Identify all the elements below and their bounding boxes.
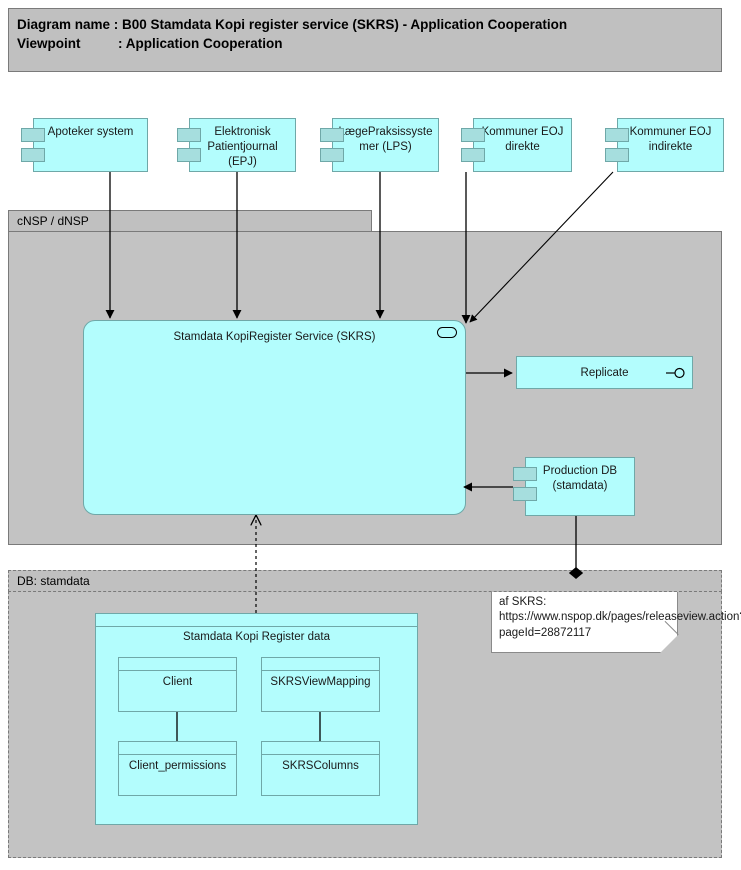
data-object-label: Client_permissions — [128, 760, 227, 772]
data-object-header-bar — [262, 658, 379, 671]
component-body: Kommuner EOJ indirekte — [617, 118, 724, 172]
component-apoteker-system[interactable]: Apoteker system — [21, 118, 148, 172]
data-object-header-bar — [119, 658, 236, 671]
component-body: Kommuner EOJ direkte — [473, 118, 572, 172]
skrs-service-box[interactable]: Stamdata KopiRegister Service (SKRS) — [83, 320, 466, 515]
component-label: Elektronisk Patientjournal (EPJ) — [207, 126, 278, 168]
component-kommuner-eoj-direkte[interactable]: Kommuner EOJ direkte — [461, 118, 572, 172]
application-service-icon — [437, 327, 457, 338]
component-body: Apoteker system — [33, 118, 148, 172]
component-tab-lower-icon — [177, 148, 201, 162]
component-tab-upper-icon — [513, 467, 537, 481]
component-label: Production DB (stamdata) — [542, 465, 618, 492]
component-label: Kommuner EOJ indirekte — [629, 126, 712, 153]
component-body: Elektronisk Patientjournal (EPJ) — [189, 118, 296, 172]
data-object-header-bar — [119, 742, 236, 755]
data-object-label: Client — [162, 676, 193, 688]
component-tab-upper-icon — [605, 128, 629, 142]
group-db-stamdata-tab: DB: stamdata — [8, 570, 722, 592]
skrs-service-label: Stamdata KopiRegister Service (SKRS) — [173, 331, 376, 343]
replicate-service[interactable]: Replicate — [516, 356, 693, 389]
data-object-header-bar — [96, 614, 417, 627]
data-object-label: SKRSColumns — [282, 760, 359, 772]
component-tab-upper-icon — [21, 128, 45, 142]
component-tab-lower-icon — [513, 487, 537, 501]
data-object-skrsviewmapping[interactable]: SKRSViewMapping — [261, 657, 380, 712]
component-elektronisk-patientjournal[interactable]: Elektronisk Patientjournal (EPJ) — [177, 118, 296, 172]
component-tab-upper-icon — [177, 128, 201, 142]
component-tab-upper-icon — [461, 128, 485, 142]
provided-interface-icon — [666, 367, 685, 378]
viewpoint-line: Viewpoint : Application Cooperation — [17, 36, 283, 51]
diagram-title-box: Diagram name : B00 Stamdata Kopi registe… — [8, 8, 722, 72]
data-object-header-bar — [262, 742, 379, 755]
data-object-label: SKRSViewMapping — [270, 676, 371, 688]
component-laegepraksissystemer-lps[interactable]: LægePraksissyste mer (LPS) — [320, 118, 439, 172]
diagram-name-line: Diagram name : B00 Stamdata Kopi registe… — [17, 17, 568, 32]
component-tab-upper-icon — [320, 128, 344, 142]
data-object-client-permissions[interactable]: Client_permissions — [118, 741, 237, 796]
component-label: Apoteker system — [47, 126, 134, 138]
component-production-db[interactable]: Production DB (stamdata) — [513, 457, 635, 516]
component-body: LægePraksissyste mer (LPS) — [332, 118, 439, 172]
component-tab-lower-icon — [605, 148, 629, 162]
note-fold-corner — [660, 635, 678, 653]
component-tab-lower-icon — [461, 148, 485, 162]
component-kommuner-eoj-indirekte[interactable]: Kommuner EOJ indirekte — [605, 118, 724, 172]
component-label: LægePraksissyste mer (LPS) — [338, 126, 433, 153]
data-object-client[interactable]: Client — [118, 657, 237, 712]
component-label: Kommuner EOJ direkte — [481, 126, 564, 153]
component-tab-lower-icon — [21, 148, 45, 162]
component-body: Production DB (stamdata) — [525, 457, 635, 516]
data-object-skrscolumns[interactable]: SKRSColumns — [261, 741, 380, 796]
group-cnsp-dnsp-tab: cNSP / dNSP — [8, 210, 372, 232]
data-package-label: Stamdata Kopi Register data — [182, 631, 331, 643]
component-tab-lower-icon — [320, 148, 344, 162]
replicate-label: Replicate — [580, 366, 629, 379]
